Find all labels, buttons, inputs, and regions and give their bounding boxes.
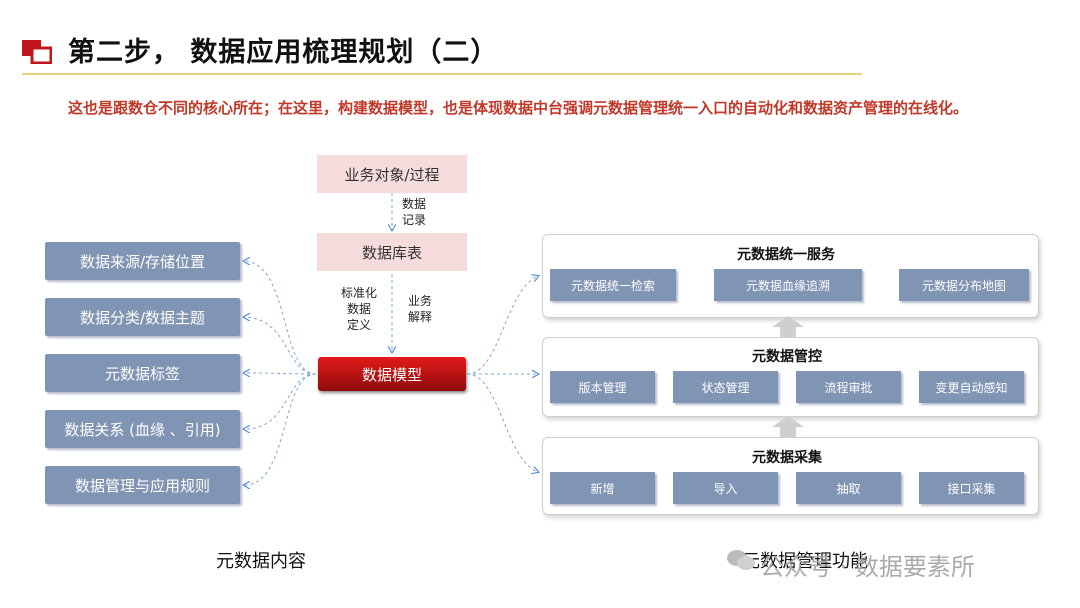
collect-btn-import: 导入 xyxy=(673,472,778,504)
service-btn-search: 元数据统一检索 xyxy=(550,269,676,301)
control-btn-approval: 流程审批 xyxy=(796,371,901,403)
db-table-box: 数据库表 xyxy=(317,233,467,271)
up-arrow-icon xyxy=(772,416,804,438)
content-caption: 元数据内容 xyxy=(216,551,306,572)
standardized-label: 标准化 数据 定义 xyxy=(340,286,377,332)
business-objects-box: 业务对象/过程 xyxy=(317,155,467,193)
title-divider xyxy=(22,73,862,75)
collect-btn-new: 新增 xyxy=(550,472,655,504)
functions-caption: 元数据管理功能 xyxy=(742,551,868,572)
control-btn-change: 变更自动感知 xyxy=(919,371,1024,403)
collect-btn-extract: 抽取 xyxy=(796,472,901,504)
collect-panel-title: 元数据采集 xyxy=(752,450,822,466)
control-btn-version: 版本管理 xyxy=(550,371,655,403)
control-panel-title: 元数据管控 xyxy=(752,349,822,365)
data-record-label: 数据 记录 xyxy=(401,197,426,227)
data-model-box: 数据模型 xyxy=(318,357,466,391)
service-panel-title: 元数据统一服务 xyxy=(737,247,835,263)
content-item-source: 数据来源/存储位置 xyxy=(45,242,240,280)
service-btn-lineage: 元数据血缘追溯 xyxy=(714,269,862,301)
service-btn-map: 元数据分布地图 xyxy=(899,269,1029,301)
page-title: 第二步， 数据应用梳理规划（二） xyxy=(68,37,499,68)
content-item-rules: 数据管理与应用规则 xyxy=(45,466,240,504)
control-btn-status: 状态管理 xyxy=(673,371,778,403)
content-item-category: 数据分类/数据主题 xyxy=(45,298,240,336)
watermark: 公众号 · 数据要素所 xyxy=(760,553,975,581)
content-item-tags: 元数据标签 xyxy=(45,354,240,392)
up-arrow-icon xyxy=(772,316,804,338)
title-icon xyxy=(22,40,52,64)
content-item-relations: 数据关系 (血缘 、引用) xyxy=(45,410,240,448)
wechat-icon xyxy=(727,550,755,570)
business-explain-label: 业务 解释 xyxy=(407,294,432,324)
collect-btn-api: 接口采集 xyxy=(919,472,1024,504)
page-subtitle: 这也是跟数仓不同的核心所在；在这里，构建数据模型，也是体现数据中台强调元数据管理… xyxy=(68,99,969,117)
